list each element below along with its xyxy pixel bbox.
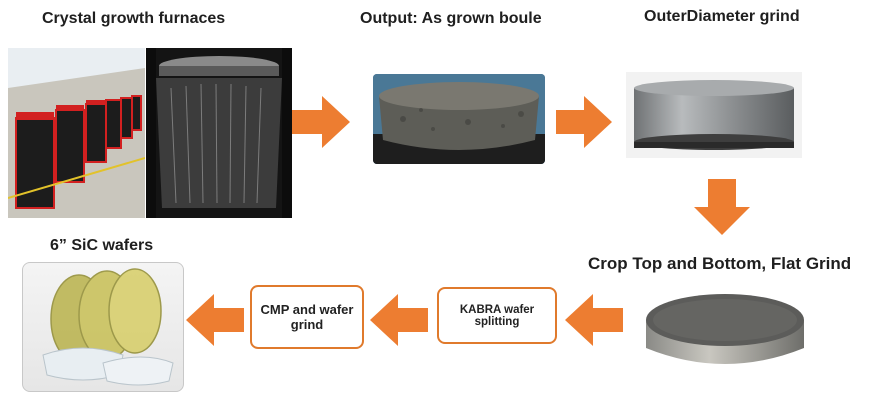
arrow-down-icon (694, 179, 750, 235)
arrow-left-icon (186, 294, 244, 346)
kabra-step-label: KABRA wafer splitting (459, 303, 535, 328)
cmp-step-box: CMP and wafer grind (250, 285, 364, 349)
arrow-right-icon (556, 96, 612, 148)
as-grown-boule-photo (373, 74, 545, 164)
label-od-grind: OuterDiameter grind (644, 8, 800, 25)
label-sic-wafers: 6” SiC wafers (50, 237, 154, 254)
od-ground-cylinder-photo (626, 72, 802, 158)
label-as-grown-boule: Output: As grown boule (360, 10, 542, 27)
label-crystal-growth-furnaces: Crystal growth furnaces (42, 10, 226, 27)
furnaces-photo (8, 48, 145, 218)
arrow-right-icon (292, 96, 350, 148)
arrow-left-icon (370, 294, 428, 346)
cmp-step-label: CMP and wafer grind (260, 302, 354, 332)
kabra-step-box: KABRA wafer splitting (437, 287, 557, 344)
arrow-left-icon (565, 294, 623, 346)
sic-wafers-photo (22, 262, 184, 392)
flat-ground-puck-photo (640, 280, 810, 380)
label-crop-flat-grind: Crop Top and Bottom, Flat Grind (588, 254, 852, 273)
crystal-cross-section-photo (146, 48, 292, 218)
